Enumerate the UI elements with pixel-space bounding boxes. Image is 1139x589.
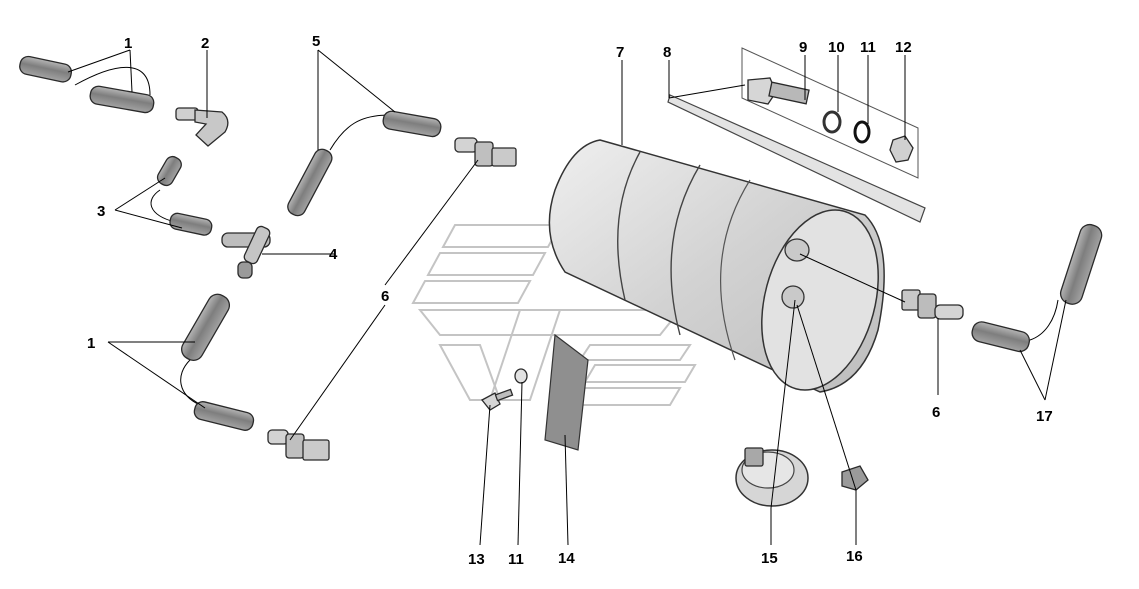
bracket-hardware — [481, 333, 589, 451]
callout-numbers: 1 2 5 7 8 9 10 11 12 3 4 6 1 6 17 13 11 … — [87, 33, 1053, 568]
callout-15: 15 — [761, 550, 778, 567]
hose-segment — [89, 85, 155, 114]
callout-6-right: 6 — [932, 404, 940, 421]
bracket-plate — [544, 333, 589, 451]
fuel-tank — [548, 139, 885, 393]
mounting-strap — [667, 94, 926, 223]
callout-14: 14 — [558, 550, 575, 567]
callout-16: 16 — [846, 548, 863, 565]
callout-11-bottom: 11 — [508, 551, 524, 568]
tee-fitting — [221, 225, 271, 279]
hose-segment — [181, 293, 231, 361]
callout-12: 12 — [895, 39, 912, 56]
flat-washer — [822, 110, 842, 134]
callout-1: 1 — [124, 35, 132, 52]
hose-link — [180, 359, 201, 406]
callout-10: 10 — [828, 39, 845, 56]
callout-13: 13 — [468, 551, 485, 568]
hose-assembly-left — [19, 55, 517, 461]
level-sender — [735, 447, 809, 507]
nut — [889, 135, 914, 163]
callout-11-top: 11 — [860, 39, 876, 56]
straight-fitting-lower — [267, 429, 330, 461]
leader-lines — [67, 49, 1067, 546]
callout-3: 3 — [97, 203, 105, 220]
right-hose — [971, 223, 1103, 353]
hardware-group — [741, 47, 919, 179]
callout-5: 5 — [312, 33, 320, 50]
elbow-fitting — [175, 107, 229, 147]
hose-segment — [287, 148, 333, 217]
hose-segment — [169, 212, 213, 236]
callout-8: 8 — [663, 44, 671, 61]
callout-17: 17 — [1036, 408, 1053, 425]
hose-segment — [193, 401, 255, 431]
right-fitting — [901, 289, 964, 320]
drain-plug — [841, 465, 869, 491]
hose-segment — [382, 110, 442, 138]
callout-9: 9 — [799, 39, 807, 56]
callout-7: 7 — [616, 44, 624, 61]
callout-2: 2 — [201, 35, 209, 52]
callout-4: 4 — [329, 246, 338, 263]
straight-fitting-upper — [454, 137, 517, 167]
bolt — [747, 77, 810, 105]
hose-segment — [19, 55, 73, 83]
hose-link — [74, 66, 151, 96]
callout-1-lower: 1 — [87, 335, 95, 352]
hose-segment — [156, 155, 182, 187]
spring-washer — [853, 120, 871, 144]
hose-link — [150, 189, 176, 223]
hose-link — [329, 114, 391, 151]
callout-6-left: 6 — [381, 288, 389, 305]
